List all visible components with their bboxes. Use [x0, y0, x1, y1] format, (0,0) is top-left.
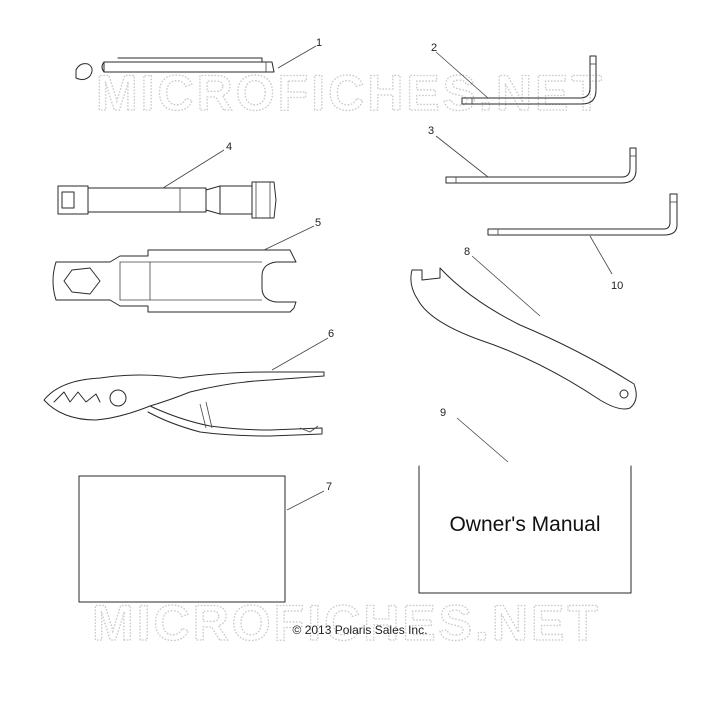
callout-7: 7 — [326, 481, 332, 493]
leader-10 — [589, 235, 613, 275]
part-10-hex-key — [487, 193, 678, 236]
part-5-wrench — [52, 249, 297, 313]
callout-9: 9 — [440, 407, 446, 419]
callout-6: 6 — [328, 328, 334, 340]
leader-5 — [263, 225, 315, 251]
callout-10: 10 — [611, 280, 623, 292]
part-8-spanner-wrench — [410, 267, 637, 410]
part-7-card — [78, 475, 286, 603]
part-1-tool-pouch — [75, 57, 275, 81]
part-4-socket-tool — [57, 181, 277, 219]
leader-1 — [277, 45, 317, 69]
part-2-hex-key — [461, 55, 597, 105]
part-9-owners-manual: Owner's Manual — [418, 465, 632, 594]
callout-2: 2 — [431, 42, 437, 54]
callout-3: 3 — [428, 125, 434, 137]
leader-9 — [456, 417, 509, 463]
leader-8 — [471, 255, 541, 317]
leader-4 — [162, 149, 225, 189]
leader-3 — [435, 135, 489, 178]
callout-5: 5 — [315, 217, 321, 229]
callout-1: 1 — [316, 37, 322, 49]
watermark-bottom: MICROFICHES.NET — [92, 595, 601, 651]
leader-7 — [286, 490, 325, 511]
copyright-text: © 2013 Polaris Sales Inc. — [293, 623, 428, 637]
leader-6 — [271, 337, 329, 371]
manual-title: Owner's Manual — [449, 513, 600, 536]
part-6-pliers — [43, 371, 325, 437]
callout-4: 4 — [226, 141, 232, 153]
callout-8: 8 — [464, 246, 470, 258]
leader-2 — [435, 51, 489, 99]
part-3-hex-key — [445, 147, 637, 184]
watermark-top: MICROFICHES.NET — [96, 65, 605, 121]
